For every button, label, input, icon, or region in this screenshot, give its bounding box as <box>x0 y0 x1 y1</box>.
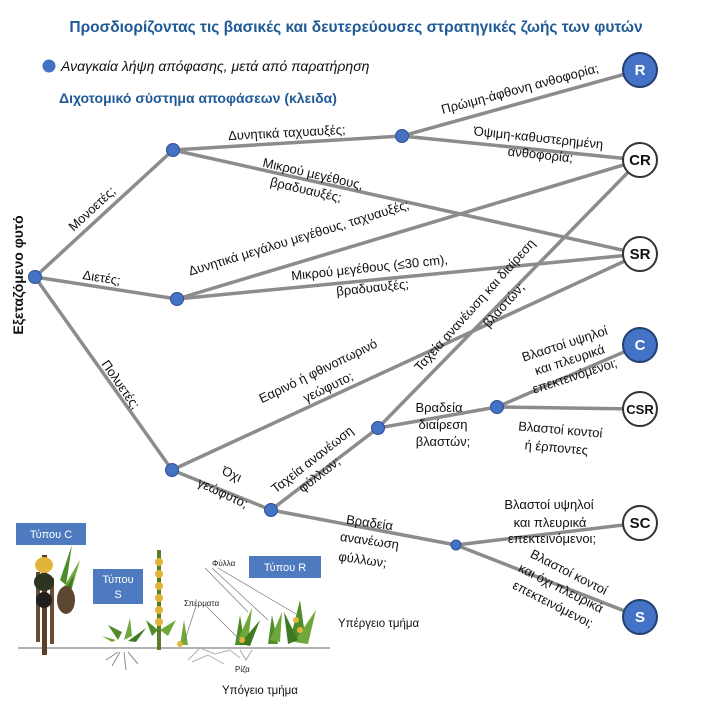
label-sc-tall-1: Βλαστοί υψηλοί <box>504 497 593 512</box>
type-s-tall-plant <box>146 550 176 650</box>
node-monoetes <box>166 143 180 157</box>
line-root-monoetes <box>33 148 175 279</box>
type-s-label-1: Τύπου <box>102 574 133 586</box>
label-seeds: Σπέρματα <box>184 599 219 608</box>
label-dietes: Διετές; <box>82 267 122 288</box>
label-sc-tall-3: επεκτεινόμενοι; <box>508 531 596 546</box>
endpoint-cr: CR <box>622 142 658 178</box>
line-polyetes-not-geophyte <box>170 468 273 512</box>
label-leaves: Φύλλα <box>212 559 236 568</box>
decision-nodes <box>28 129 504 551</box>
label-above-ground: Υπέργειο τμήμα <box>338 618 419 630</box>
type-c-label: Τύπου C <box>30 529 72 541</box>
endpoint-s: S <box>622 599 658 635</box>
node-slow-leaf <box>450 539 462 551</box>
label-not-geophyte-1: Όχι <box>219 463 244 485</box>
node-polyetes <box>165 463 179 477</box>
endpoint-s-label: S <box>635 609 645 626</box>
type-r-label: Τύπου R <box>264 562 306 574</box>
label-slow-division-1: Βραδεία <box>415 400 463 415</box>
line-root-dietes <box>33 275 179 301</box>
label-late-flowering-2: ανθοφορία; <box>507 144 574 166</box>
type-r-badge <box>249 556 321 578</box>
endpoint-c-label: C <box>635 337 646 354</box>
line-fast-shoot-to-cr <box>376 158 642 430</box>
label-slow-division-3: βλαστών; <box>416 434 471 449</box>
line-to-csr <box>495 405 642 411</box>
key-subtitle: Διχοτομικό σύστημα αποφάσεων (κλειδα) <box>59 90 337 106</box>
label-csr-short-1: Βλαστοί κοντοί <box>518 418 603 440</box>
endpoint-cr-label: CR <box>629 152 651 169</box>
node-root <box>28 270 42 284</box>
label-root: Ρίζα <box>235 665 250 674</box>
type-c-plant <box>34 545 80 655</box>
line-monoetes-small-to-sr <box>171 148 642 256</box>
page-title: Προσδιορίζοντας τις βασικές και δευτερεύ… <box>69 19 642 36</box>
label-sc-tall-2: και πλευρικά <box>514 515 587 530</box>
endpoint-csr-label: CSR <box>626 402 654 417</box>
line-root-polyetes <box>33 275 174 472</box>
line-dietes-large-to-cr <box>175 158 642 301</box>
endpoint-sc-label: SC <box>630 515 651 532</box>
label-below-ground: Υπόγειο τμήμα <box>222 685 298 697</box>
line-slow-shoot-division <box>376 405 499 430</box>
line-to-r <box>400 68 642 138</box>
line-fast-leaf-renewal <box>269 426 380 512</box>
label-slow-leaf-1: Βραδεία <box>345 512 394 533</box>
decision-lines <box>33 68 642 619</box>
label-slow-division-2: διαίρεση <box>419 417 468 432</box>
line-monoetes-fast <box>171 134 404 152</box>
label-not-geophyte-2: γεώφυτο; <box>195 475 250 511</box>
label-small-30cm-2: βραδυαυξές; <box>336 276 410 299</box>
line-to-sc <box>454 521 642 547</box>
type-r-plants <box>177 567 316 665</box>
legend-node-icon <box>42 59 56 73</box>
endpoint-r-label: R <box>635 62 646 79</box>
line-to-s <box>454 543 642 619</box>
node-monoetes-fast <box>395 129 409 143</box>
type-s-badge <box>93 569 143 604</box>
node-dietes <box>170 292 184 306</box>
line-slow-leaf-renewal <box>269 508 458 547</box>
type-s-plant <box>102 618 146 671</box>
legend-text: Αναγκαία λήψη απόφασης, μετά από παρατήρ… <box>60 58 370 74</box>
endpoint-c: C <box>622 327 658 363</box>
plant-illustration: Τύπου C Τύπου S Τύπου R Φύλλα Σπέρματα Ρ… <box>16 523 419 697</box>
node-not-geophyte <box>264 503 278 517</box>
line-to-cr <box>400 134 642 162</box>
label-polyetes: Πολυετές; <box>98 357 143 412</box>
line-geophyte-to-sr <box>170 252 642 472</box>
type-s-label-2: S <box>114 589 121 601</box>
node-slow-shoot <box>490 400 504 414</box>
side-label-examined-plant: Εξεταζόμενο φυτό <box>10 215 26 334</box>
endpoint-csr: CSR <box>622 391 658 427</box>
node-fast-leaf <box>371 421 385 435</box>
type-c-badge <box>16 523 86 545</box>
label-fast-growing: Δυνητικά ταχυαυξές; <box>228 122 346 143</box>
label-slow-leaf-3: φύλλων; <box>338 549 388 571</box>
line-dietes-small-to-sr <box>175 252 642 301</box>
endpoint-sr: SR <box>622 236 658 272</box>
endpoint-sr-label: SR <box>630 246 651 263</box>
label-csr-short-2: ή έρποντες <box>524 437 589 457</box>
line-to-c <box>495 343 642 409</box>
endpoint-r: R <box>622 52 658 88</box>
endpoint-sc: SC <box>622 505 658 541</box>
